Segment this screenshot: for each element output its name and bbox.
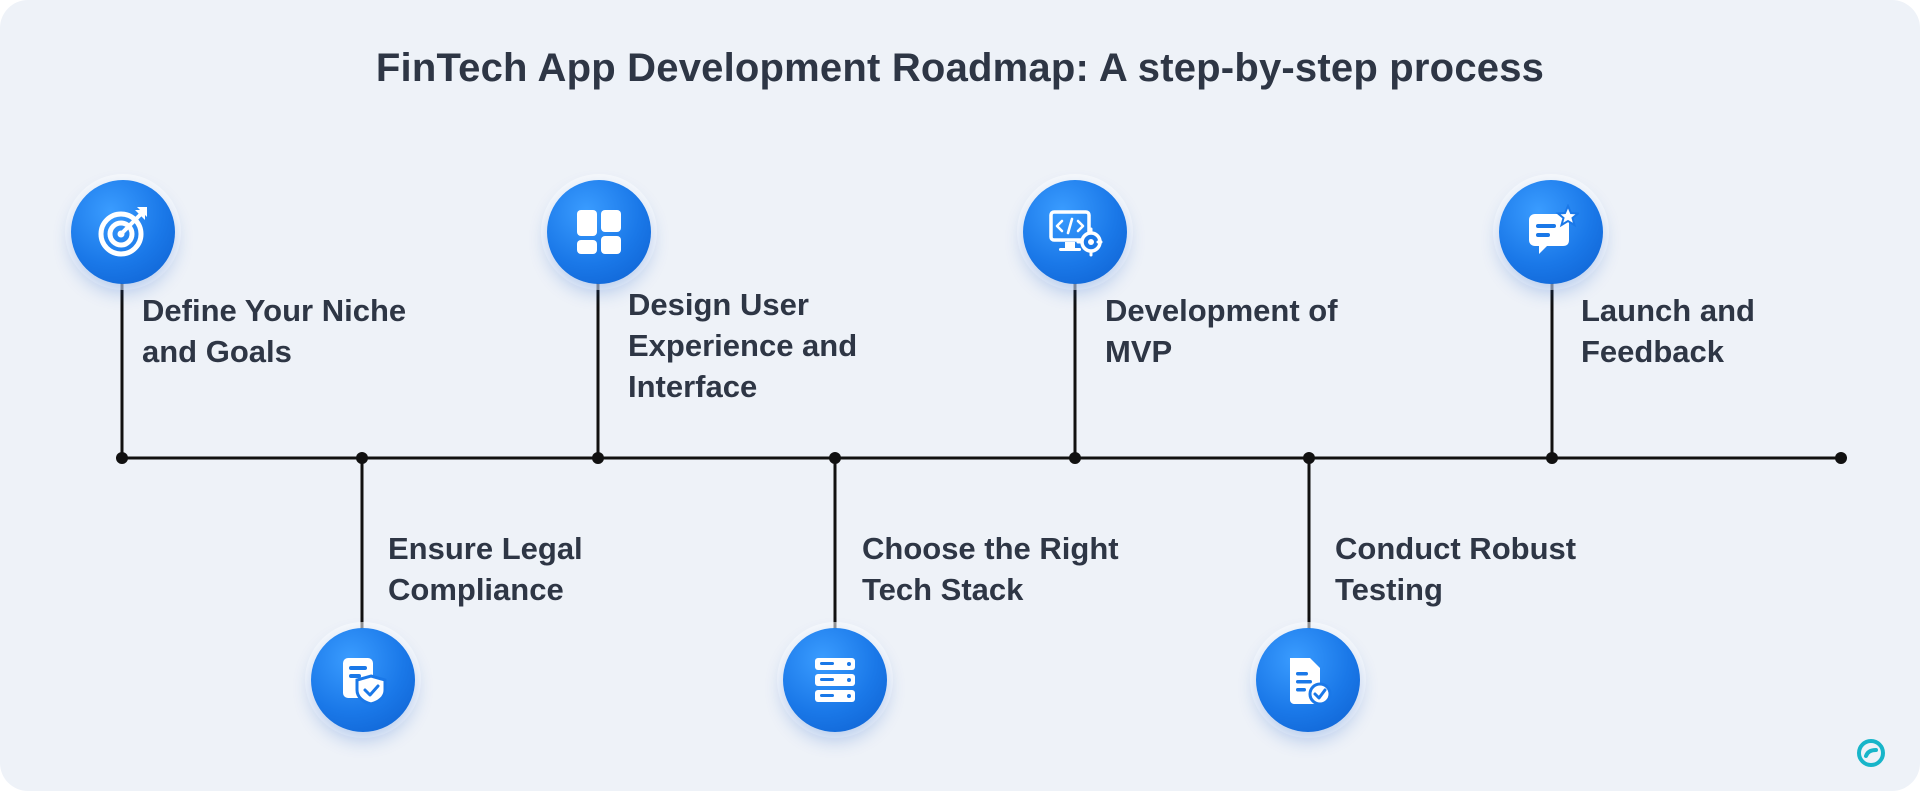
page-title: FinTech App Development Roadmap: A step-…	[375, 46, 1545, 90]
code-monitor-icon	[1049, 210, 1103, 257]
timeline-dot	[592, 452, 604, 464]
timeline-dot	[116, 452, 128, 464]
layout-icon	[577, 210, 621, 254]
step-1-label: Define Your Niche and Goals	[142, 293, 407, 369]
chat-star-icon	[1529, 204, 1579, 254]
company-logo-icon	[1857, 739, 1885, 767]
step-7-icon-badge	[1499, 180, 1603, 284]
shield-document-icon	[343, 658, 387, 706]
step-4-label: Choose the Right Tech Stack	[862, 531, 1119, 607]
step-2-icon-badge	[311, 628, 415, 732]
step-7-label: Launch and Feedback	[1581, 293, 1755, 369]
timeline-dot	[1835, 452, 1847, 464]
step-2-label: Ensure Legal Compliance	[388, 531, 583, 607]
timeline-dot	[1546, 452, 1558, 464]
server-stack-icon	[815, 658, 855, 702]
step-5-label: Development of MVP	[1105, 293, 1338, 369]
step-3-label: Design User Experience and Interface	[628, 287, 858, 404]
step-1-icon-badge	[71, 180, 175, 284]
step-6-label: Conduct Robust Testing	[1335, 531, 1577, 607]
timeline-dot	[356, 452, 368, 464]
step-6-icon-badge	[1256, 628, 1360, 732]
timeline-dot	[1303, 452, 1315, 464]
checklist-document-icon	[1290, 658, 1332, 706]
timeline-dot	[829, 452, 841, 464]
step-5-icon-badge	[1023, 180, 1127, 284]
step-3-icon-badge	[547, 180, 651, 284]
target-icon	[98, 207, 147, 257]
timeline-dot	[1069, 452, 1081, 464]
step-4-icon-badge	[783, 628, 887, 732]
